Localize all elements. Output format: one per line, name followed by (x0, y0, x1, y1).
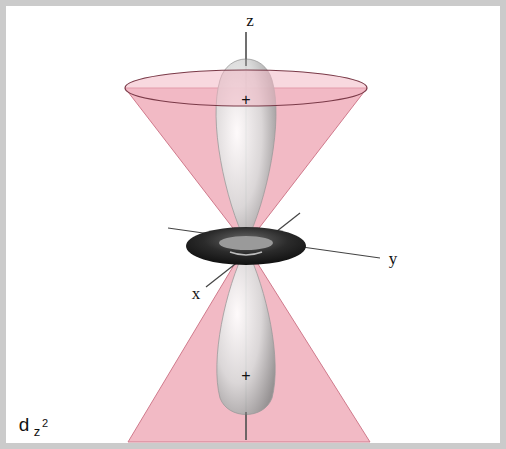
sign-label: + (241, 92, 250, 108)
z-axis-top (245, 32, 246, 66)
lower-cone (128, 245, 370, 442)
orbital-name: d (19, 415, 30, 434)
sign-label: + (241, 368, 250, 384)
orbital-superscript: 2 (42, 418, 48, 429)
axis-label: y (389, 250, 398, 267)
z-axis-bottom (245, 412, 246, 440)
torus (186, 227, 306, 265)
orbital-subscript: z (34, 425, 41, 438)
torus-highlight (230, 252, 262, 255)
torus-hole (219, 236, 273, 250)
lower-lobe (217, 247, 275, 415)
axis-label: x (192, 285, 201, 302)
panel (6, 6, 500, 443)
axis-label: z (246, 12, 254, 29)
